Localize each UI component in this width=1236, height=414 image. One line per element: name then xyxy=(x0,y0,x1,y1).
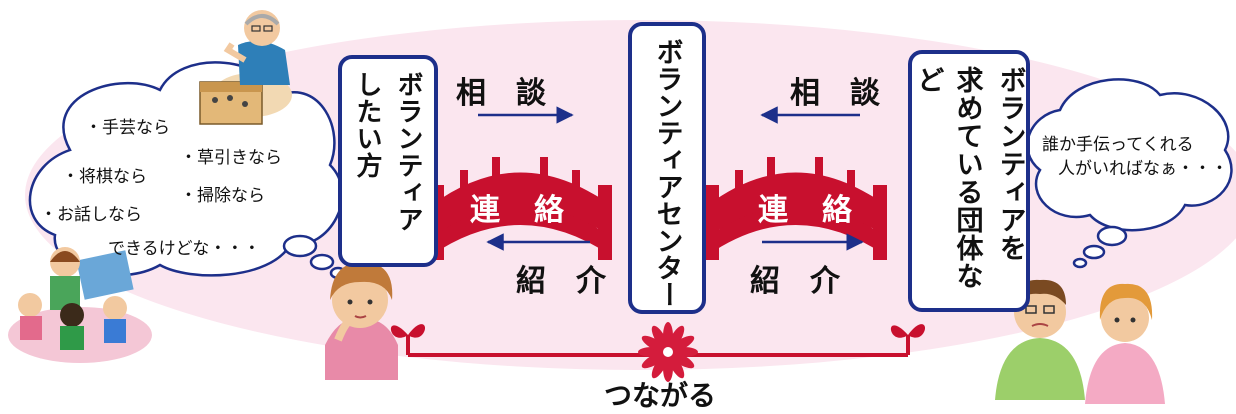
organization-box: ボランティアを 求めている団体など xyxy=(908,50,1030,312)
organization-col2: 求めている団体など xyxy=(912,66,983,290)
right-introduce-label: 紹 介 xyxy=(750,264,840,299)
volunteer-center-label: ボランティアセンター xyxy=(651,38,683,308)
right-consult-label: 相 談 xyxy=(790,76,880,111)
thinking-woman-icon xyxy=(325,262,398,380)
volunteer-center-box: ボランティアセンター xyxy=(628,22,706,314)
left-bridge xyxy=(430,157,612,260)
children-reading-icon xyxy=(8,247,152,363)
left-introduce-label: 紹 介 xyxy=(516,264,606,299)
volunteer-person-col1: ボランティア xyxy=(393,71,423,233)
bubble-line-cleaning: ・掃除なら xyxy=(180,186,265,206)
bubble-line-someone-help: 誰か手伝ってくれる xyxy=(1042,135,1194,155)
bubble-line-can-do: できるけどな・・・ xyxy=(108,239,261,259)
bubble-line-handicraft: ・手芸なら xyxy=(85,118,170,138)
right-bridge xyxy=(705,157,887,260)
red-flower-icon xyxy=(638,322,698,382)
left-consult-label: 相 談 xyxy=(456,76,546,111)
volunteer-person-col2: したい方 xyxy=(352,71,382,179)
bubble-line-shogi: ・将棋なら xyxy=(62,167,147,187)
bubble-line-weeding: ・草引きなら xyxy=(180,148,282,168)
organization-col1: ボランティアを xyxy=(994,66,1026,262)
left-bridge-label: 連 絡 xyxy=(470,193,566,228)
connect-label: つながる xyxy=(604,379,717,412)
right-thought-bubble xyxy=(1026,78,1233,269)
bubble-line-wish: 人がいればなぁ・・・ xyxy=(1058,159,1228,179)
right-bridge-label: 連 絡 xyxy=(758,193,854,228)
elderly-man-shogi-icon xyxy=(199,10,292,125)
bubble-line-talking: ・お話しなら xyxy=(40,205,142,225)
volunteer-person-box: ボランティア したい方 xyxy=(338,55,438,267)
